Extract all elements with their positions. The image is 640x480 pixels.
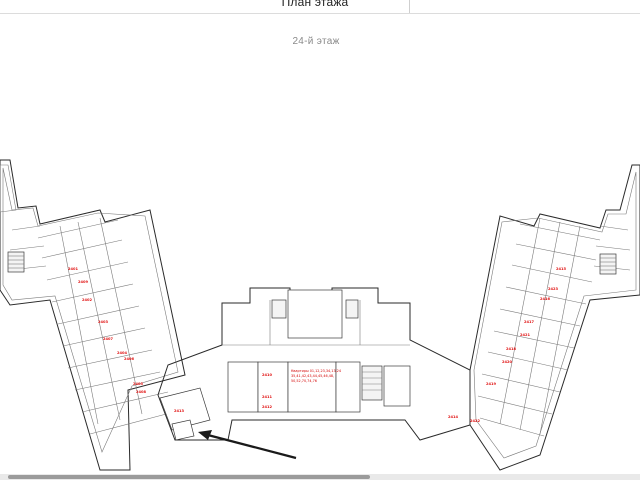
apt-label: 2420	[502, 360, 513, 364]
apt-label: 2414	[448, 415, 459, 419]
apt-label: 2412	[262, 405, 273, 409]
central-stair	[361, 365, 383, 401]
horizontal-scrollbar[interactable]	[0, 474, 640, 480]
room-block	[383, 365, 411, 407]
central-hall	[287, 289, 343, 339]
scrollbar-thumb[interactable]	[8, 475, 370, 479]
apt-label: 2422	[470, 419, 481, 423]
elevator-shaft	[345, 299, 359, 319]
header-divider	[409, 0, 410, 13]
apt-label: 2415	[556, 267, 567, 271]
elevator-shaft	[271, 299, 287, 319]
apartments-note: Квартиры 01,12,23,34,13,24	[291, 369, 341, 373]
right-wing: 2415 2416 2417 2418 2419 2420 2421 2422 …	[469, 164, 640, 471]
apt-label: 2417	[524, 320, 535, 324]
right-wing-unit-grid	[477, 217, 631, 437]
pointer-arrow	[198, 430, 297, 460]
left-stair	[7, 251, 25, 273]
apt-label: 2401	[68, 267, 79, 271]
viewer-header: План этажа	[0, 0, 640, 14]
apt-label: 2421	[520, 333, 531, 337]
apt-label: 2406	[124, 357, 135, 361]
apt-label: 2409	[78, 280, 89, 284]
right-stair	[599, 253, 617, 275]
apt-label: 2408	[136, 390, 147, 394]
apartments-note: 50,52,70,74,76	[291, 379, 317, 383]
apt-label: 2404	[117, 351, 128, 355]
central-block: Квартиры 01,12,23,34,13,24 35,41,42,43,4…	[157, 287, 471, 441]
apartments-note: 35,41,42,43,44,45,46,48,	[291, 374, 334, 378]
header-border	[0, 13, 640, 14]
apt-label: 2410	[262, 373, 273, 377]
page-title: План этажа	[281, 0, 349, 9]
apt-label: 2407	[103, 337, 114, 341]
apt-label: 2402	[82, 298, 93, 302]
left-wing: 2401 2402 2403 2404 2405 2406 2407 2408 …	[0, 159, 186, 471]
room-block	[287, 361, 337, 413]
floor-label: 24-й этаж	[292, 36, 340, 47]
room-block	[335, 361, 361, 413]
apt-label: 2416	[540, 297, 551, 301]
apt-label: 2405	[133, 382, 144, 386]
apt-label: 2419	[486, 382, 497, 386]
apt-label: 2413	[174, 409, 185, 413]
apt-label: 2411	[262, 395, 273, 399]
left-wing-unit-grid	[9, 217, 175, 435]
apt-label: 2403	[98, 320, 109, 324]
apt-label: 2418	[506, 347, 517, 351]
room-block	[227, 361, 259, 413]
apt-label: 2423	[548, 287, 559, 291]
